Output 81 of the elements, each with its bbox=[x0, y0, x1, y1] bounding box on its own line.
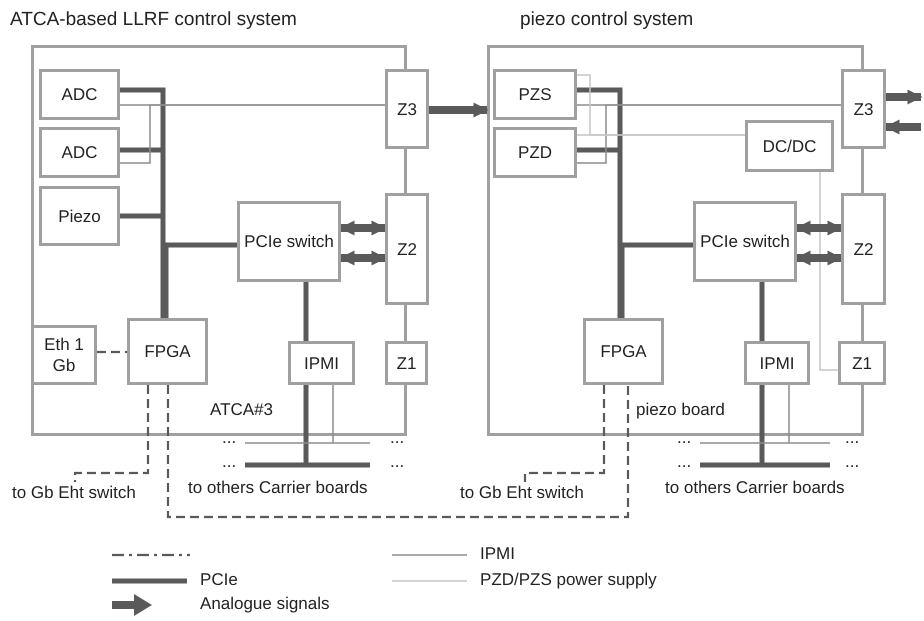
module-box bbox=[288, 341, 355, 385]
legend-text: Analogue signals bbox=[200, 594, 330, 614]
annotation-text: ... bbox=[222, 452, 236, 472]
panel-title: piezo control system bbox=[520, 8, 694, 32]
annotation-text: to others Carrier boards bbox=[665, 478, 845, 498]
module-box bbox=[31, 325, 97, 385]
module-box bbox=[39, 69, 120, 120]
module-label: Eth 1 Gb bbox=[43, 334, 85, 376]
connector-line bbox=[304, 282, 308, 341]
module-label: Z3 bbox=[852, 98, 874, 120]
module-label: Z1 bbox=[396, 352, 418, 374]
module-box bbox=[385, 69, 429, 149]
module-label: IPMI bbox=[758, 352, 796, 374]
connector-line bbox=[577, 104, 841, 164]
connector-line bbox=[620, 242, 693, 318]
annotation-text: ... bbox=[390, 452, 404, 472]
legend-text: PCIe bbox=[200, 570, 238, 590]
connector-line bbox=[760, 282, 764, 341]
panel-title: ATCA-based LLRF control system bbox=[10, 8, 297, 32]
arrow bbox=[339, 220, 387, 236]
module-box bbox=[385, 193, 429, 305]
module-label: FPGA bbox=[599, 341, 648, 362]
module-box bbox=[693, 201, 797, 282]
module-box bbox=[838, 341, 886, 385]
module-label: Z2 bbox=[852, 238, 874, 260]
annotation-text: ... bbox=[845, 452, 860, 472]
module-label: PZD bbox=[517, 142, 553, 163]
module-label: Piezo bbox=[57, 206, 102, 226]
arrow bbox=[795, 220, 843, 236]
module-box bbox=[237, 201, 341, 282]
connector-line bbox=[164, 242, 237, 318]
connector-line bbox=[304, 385, 308, 465]
arrow bbox=[886, 89, 923, 105]
annotation-text: ... bbox=[390, 428, 404, 448]
destination-label: to Gb Eht switch bbox=[12, 482, 166, 504]
dashed-line bbox=[166, 385, 630, 518]
module-label: PCIe switch bbox=[699, 231, 791, 252]
connector-line bbox=[760, 385, 764, 465]
module-box bbox=[493, 127, 577, 178]
module-box bbox=[583, 318, 664, 385]
module-box bbox=[39, 186, 120, 246]
connector-line bbox=[120, 104, 385, 164]
annotation-text: piezo board bbox=[636, 400, 725, 420]
dashed-line bbox=[97, 350, 127, 354]
dashed-line bbox=[74, 385, 150, 482]
module-box bbox=[841, 69, 886, 149]
module-box bbox=[493, 69, 577, 120]
destination-label: to Gb Eht switch bbox=[460, 482, 614, 504]
module-label: Z1 bbox=[851, 352, 873, 374]
arrow bbox=[429, 102, 489, 118]
module-label: PZS bbox=[517, 84, 553, 105]
module-label: Z3 bbox=[396, 98, 418, 120]
module-box bbox=[745, 120, 834, 172]
module-box bbox=[39, 127, 120, 178]
annotation-text: to others Carrier boards bbox=[188, 478, 368, 498]
module-box bbox=[841, 193, 886, 305]
module-box bbox=[744, 341, 810, 385]
module-label: FPGA bbox=[143, 341, 192, 362]
connector-line bbox=[577, 134, 745, 136]
connector-line bbox=[332, 385, 334, 443]
arrow bbox=[795, 250, 843, 266]
module-label: DC/DC bbox=[762, 136, 818, 156]
module-label: ADC bbox=[60, 84, 98, 105]
dashed-line bbox=[524, 385, 606, 482]
module-label: ADC bbox=[60, 142, 98, 163]
legend-text: IPMI bbox=[480, 544, 515, 564]
arrow bbox=[339, 250, 387, 266]
module-label: Z2 bbox=[396, 238, 418, 260]
annotation-text: ... bbox=[677, 452, 692, 472]
module-label: PCIe switch bbox=[243, 231, 335, 252]
module-box bbox=[127, 318, 208, 385]
annotation-text: ... bbox=[222, 428, 236, 448]
module-box bbox=[385, 341, 428, 385]
connector-line bbox=[788, 385, 790, 443]
annotation-text: ATCA#3 bbox=[210, 400, 273, 420]
legend-text: PZD/PZS power supply bbox=[480, 570, 657, 590]
annotation-text: ... bbox=[677, 428, 692, 448]
connector-line bbox=[819, 172, 838, 371]
module-label: IPMI bbox=[303, 352, 340, 374]
arrow bbox=[884, 119, 921, 135]
annotation-text: ... bbox=[845, 428, 860, 448]
